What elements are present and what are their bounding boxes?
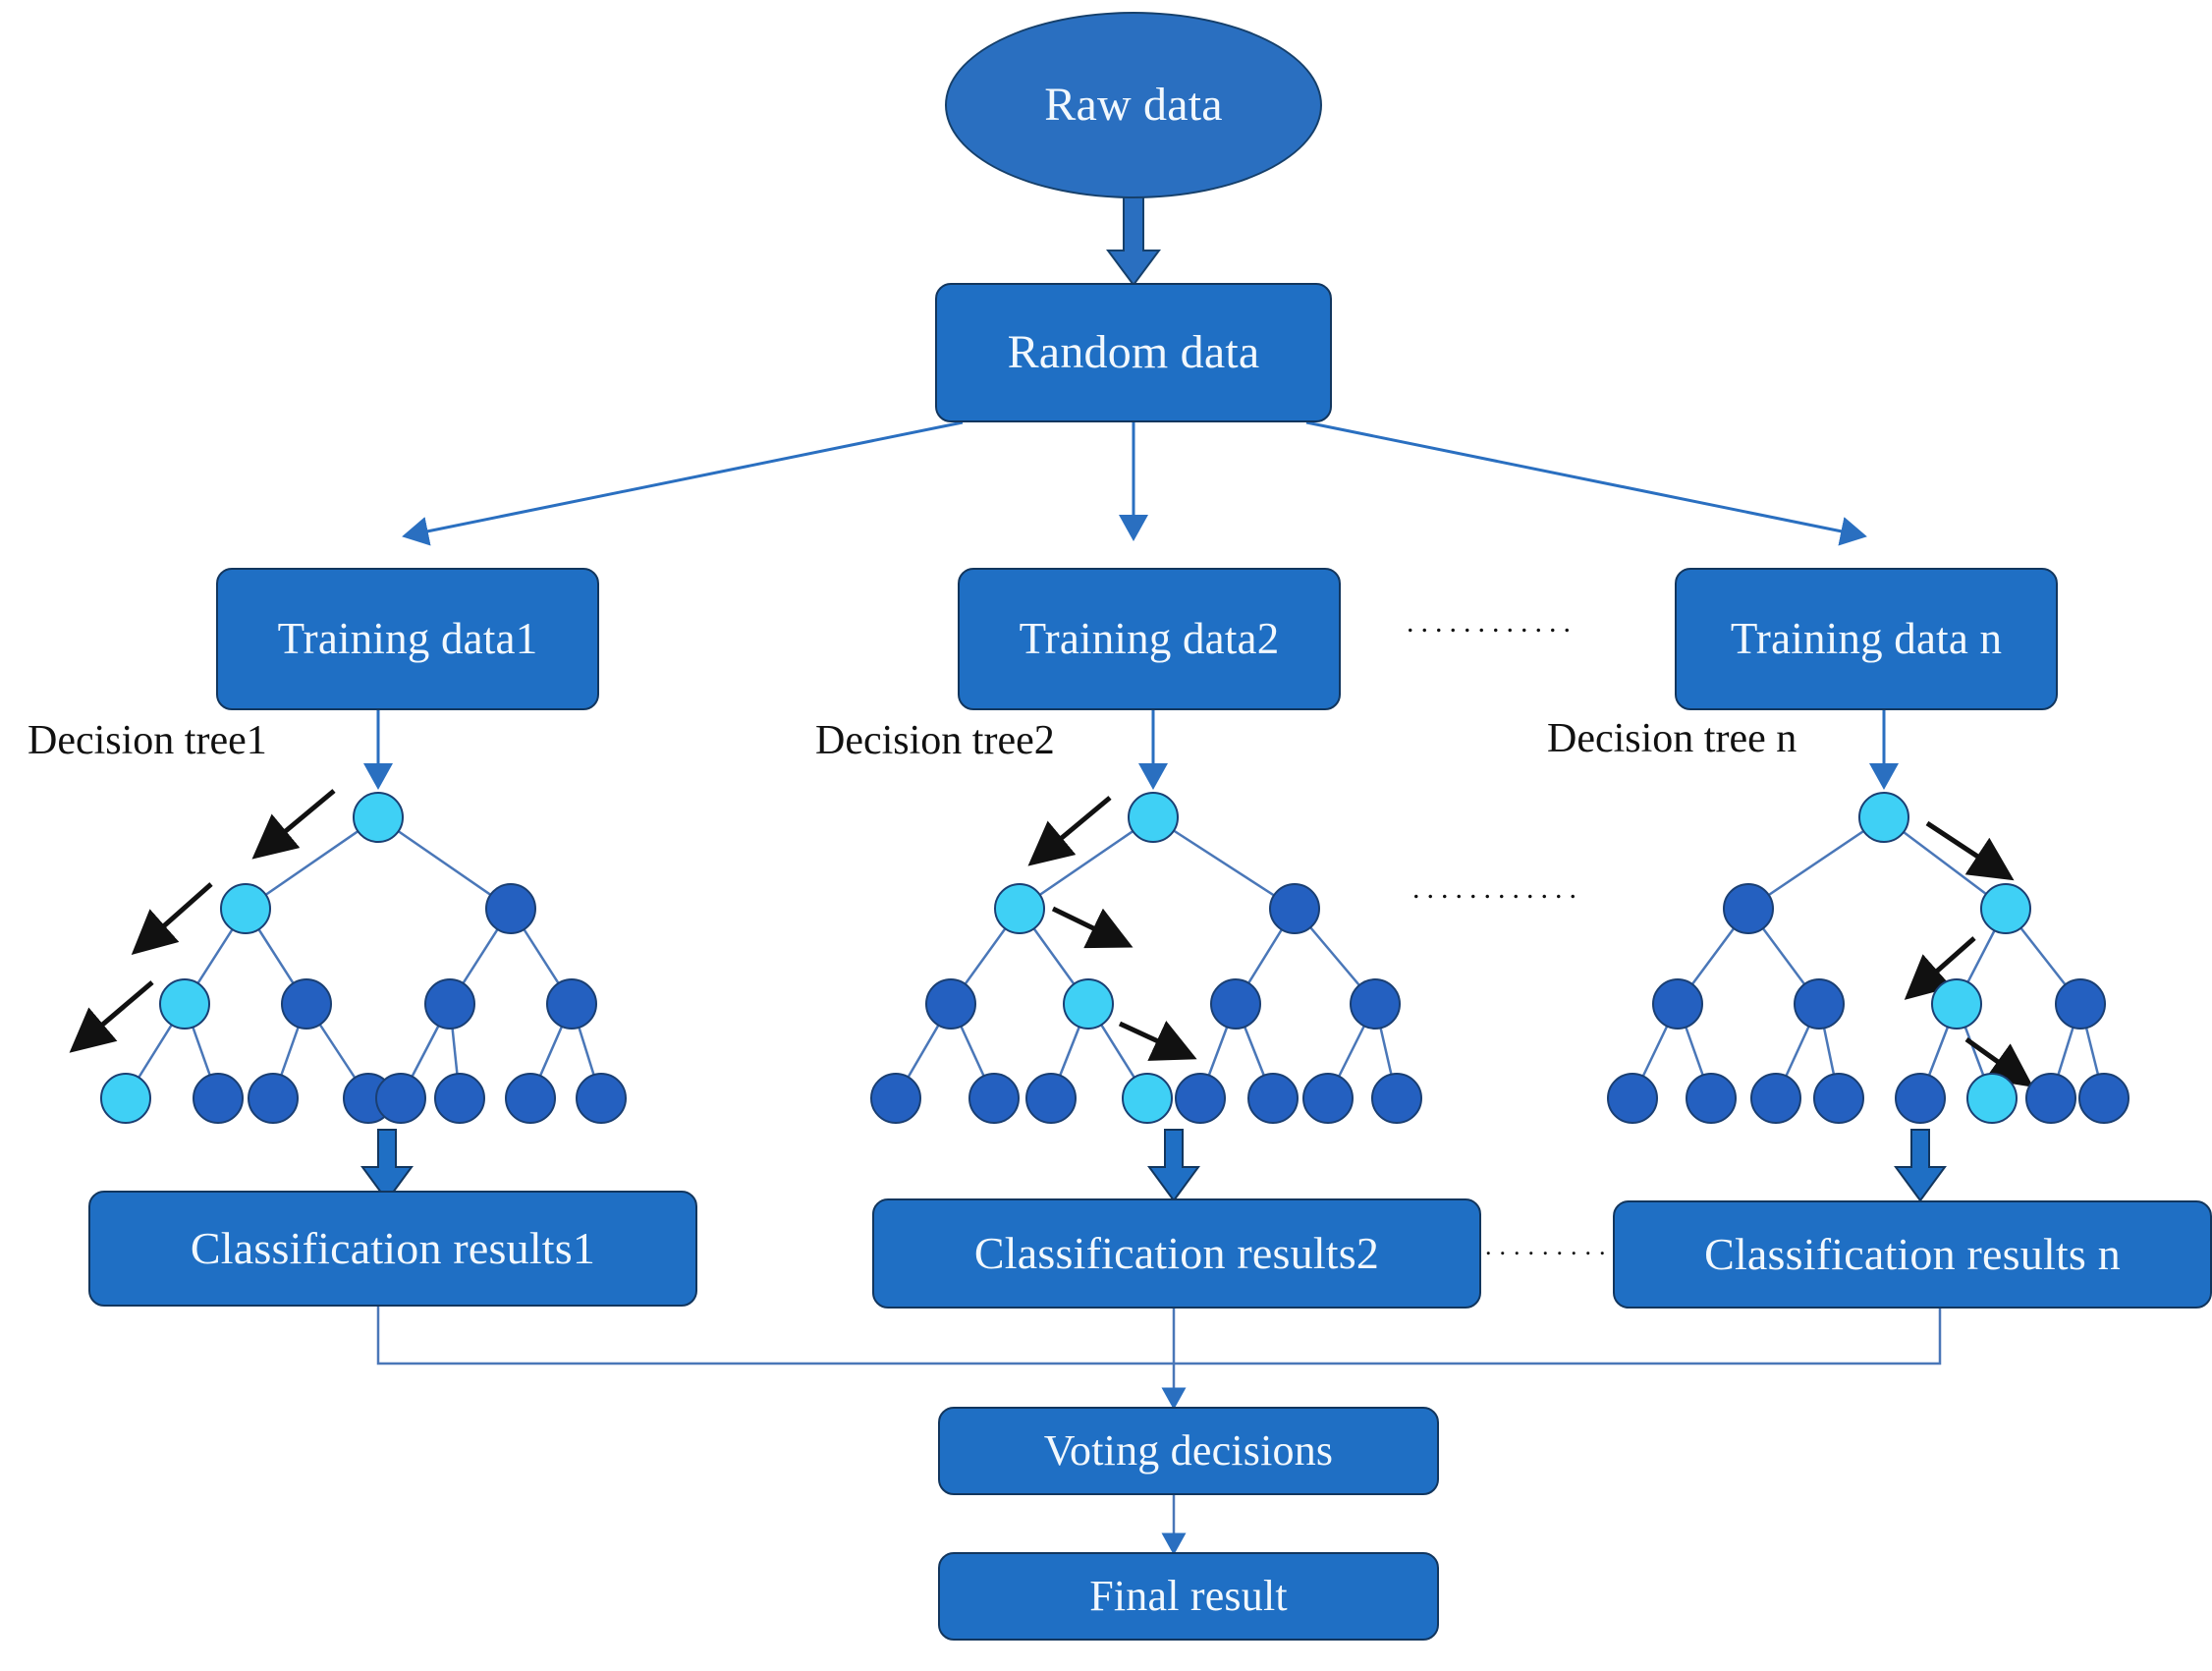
tree-3-level2-left-node[interactable] — [1723, 883, 1774, 934]
tree-2-level3-node-3[interactable] — [1210, 978, 1261, 1030]
tree-2-root-node[interactable] — [1128, 792, 1179, 843]
tree-2-leaf-1[interactable] — [870, 1073, 921, 1124]
label-decision-tree-2: Decision tree2 — [815, 718, 1055, 763]
tree-2-leaf-5[interactable] — [1175, 1073, 1226, 1124]
tree-1-leaf-8[interactable] — [576, 1073, 627, 1124]
tree-1-level2-right-node[interactable] — [485, 883, 536, 934]
node-classification-results-n[interactable]: Classification results n — [1613, 1200, 2212, 1309]
tree-3-leaf-5[interactable] — [1895, 1073, 1946, 1124]
tree-3-level3-node-4[interactable] — [2055, 978, 2106, 1030]
tree-2-leaf-8[interactable] — [1371, 1073, 1422, 1124]
tree-2-leaf-2[interactable] — [968, 1073, 1020, 1124]
tree-3-level2-right-node[interactable] — [1980, 883, 2031, 934]
tree-1-leaf-5[interactable] — [375, 1073, 426, 1124]
tree-1-path-arrows — [69, 789, 336, 1053]
tree-3-level3-node-2[interactable] — [1794, 978, 1845, 1030]
tree-1-leaf-2[interactable] — [193, 1073, 244, 1124]
tree-1-edges — [124, 815, 603, 1099]
tree-2-level3-node-4[interactable] — [1350, 978, 1401, 1030]
tree-3-leaf-7[interactable] — [2025, 1073, 2076, 1124]
arrows-random-to-training — [402, 420, 1867, 546]
tree-2-level3-node-2[interactable] — [1063, 978, 1114, 1030]
tree-1-leaf-6[interactable] — [434, 1073, 485, 1124]
label-decision-tree-n: Decision tree n — [1547, 716, 1797, 761]
tree-2-level2-right-node[interactable] — [1269, 883, 1320, 934]
tree-1-leaf-1[interactable] — [100, 1073, 151, 1124]
tree-2-edges — [894, 815, 1399, 1099]
node-voting-decisions[interactable]: Voting decisions — [938, 1407, 1439, 1495]
tree-3-root-node[interactable] — [1858, 792, 1909, 843]
label-decision-tree-1: Decision tree1 — [28, 718, 267, 763]
tree-2-leaf-7[interactable] — [1302, 1073, 1354, 1124]
tree-1-level3-node-3[interactable] — [424, 978, 475, 1030]
tree-3-path-arrows — [1904, 820, 2034, 1087]
tree-2-path-arrows — [1027, 796, 1197, 1061]
arrows-training-to-tree — [363, 709, 1899, 790]
tree-3-leaf-3[interactable] — [1750, 1073, 1801, 1124]
tree-3-leaf-4[interactable] — [1813, 1073, 1864, 1124]
node-training-data-2[interactable]: Training data2 — [958, 568, 1341, 710]
ellipsis-tree-row: ............ — [1412, 872, 1583, 905]
tree-1-leaf-7[interactable] — [505, 1073, 556, 1124]
tree-3-level3-node-3[interactable] — [1931, 978, 1982, 1030]
tree-2-level2-left-node[interactable] — [994, 883, 1045, 934]
node-final-result[interactable]: Final result — [938, 1552, 1439, 1641]
tree-1-level3-node-1[interactable] — [159, 978, 210, 1030]
tree-1-leaf-3[interactable] — [248, 1073, 299, 1124]
tree-3-leaf-1[interactable] — [1607, 1073, 1658, 1124]
tree-1-level3-node-4[interactable] — [546, 978, 597, 1030]
tree-2-leaf-3[interactable] — [1025, 1073, 1077, 1124]
tree-2-level3-node-1[interactable] — [925, 978, 976, 1030]
node-classification-results-1[interactable]: Classification results1 — [88, 1191, 697, 1307]
tree-3-leaf-2[interactable] — [1686, 1073, 1737, 1124]
node-raw-data[interactable]: Raw data — [945, 12, 1322, 198]
node-training-data-n[interactable]: Training data n — [1675, 568, 2058, 710]
ellipsis-training-row: ............ — [1407, 606, 1577, 639]
tree-2-leaf-6[interactable] — [1247, 1073, 1299, 1124]
tree-1-root-node[interactable] — [353, 792, 404, 843]
tree-1-level3-node-2[interactable] — [281, 978, 332, 1030]
node-training-data-1[interactable]: Training data1 — [216, 568, 599, 710]
tree-3-edges — [1631, 815, 2106, 1099]
tree-2-leaf-4[interactable] — [1122, 1073, 1173, 1124]
arrow-raw-to-random — [1106, 195, 1161, 287]
tree-1-level2-left-node[interactable] — [220, 883, 271, 934]
tree-3-leaf-8[interactable] — [2078, 1073, 2129, 1124]
tree-3-level3-node-1[interactable] — [1652, 978, 1703, 1030]
ellipsis-results-row: ......... — [1485, 1232, 1614, 1260]
node-classification-results-2[interactable]: Classification results2 — [872, 1198, 1481, 1309]
tree-3-leaf-6[interactable] — [1966, 1073, 2018, 1124]
node-random-data[interactable]: Random data — [935, 283, 1332, 422]
results-merge-bus — [376, 1307, 1942, 1410]
arrows-tree-to-results — [360, 1129, 1947, 1202]
